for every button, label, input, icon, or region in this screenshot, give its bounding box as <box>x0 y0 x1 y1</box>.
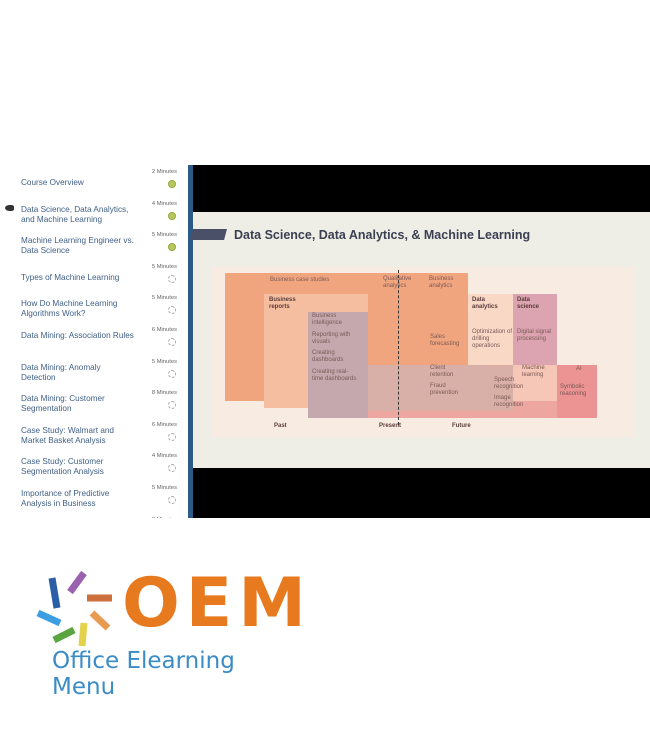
label-ai: AI <box>576 366 582 372</box>
lesson-duration: 5 Minutes <box>151 295 177 302</box>
ai-box <box>557 365 597 418</box>
incomplete-status-icon <box>168 338 176 346</box>
title-accent-bar <box>190 229 227 240</box>
incomplete-status-icon <box>168 496 176 504</box>
axis-past: Past <box>274 423 287 429</box>
player-edge <box>188 165 193 518</box>
lesson-title: Case Study: Walmart and Market Basket An… <box>21 425 114 445</box>
machine-learning-box <box>513 365 557 401</box>
label-machine-learning: Machine learning <box>522 365 545 378</box>
current-lesson-pointer-icon <box>5 205 14 211</box>
complete-status-icon <box>168 243 176 252</box>
video-player[interactable]: Data Science, Data Analytics, & Machine … <box>188 165 650 518</box>
lesson-duration: 5 Minutes <box>151 232 177 239</box>
slide-title: Data Science, Data Analytics, & Machine … <box>234 228 531 242</box>
complete-status-icon <box>168 180 176 188</box>
lesson-title: Data Mining: Anomaly Detection <box>21 362 101 382</box>
axis-present: Present <box>379 423 402 429</box>
incomplete-status-icon <box>168 306 176 315</box>
lesson-item[interactable]: Importance of Predictive Analysis in Bus… <box>0 485 186 516</box>
lesson-duration: 6 Minutes <box>151 327 177 333</box>
data-science-box <box>513 294 557 365</box>
lesson-duration: 6 Minutes <box>151 421 177 428</box>
lesson-title: Course Overview <box>21 178 84 187</box>
label-realtime-dashboards: Creating real-time dashboards <box>312 369 357 382</box>
label-sales-forecasting: Sales forecasting <box>430 334 460 347</box>
incomplete-status-icon <box>168 274 176 283</box>
present-divider <box>398 270 399 425</box>
label-client-retention: Client retention <box>430 365 454 378</box>
lesson-title: Types of Machine Learning <box>21 272 120 282</box>
lesson-title: How Do Machine Learning Algorithms Work? <box>21 299 118 319</box>
lesson-duration: 4 Minutes <box>151 453 177 460</box>
lesson-duration: 5 Minutes <box>151 485 177 491</box>
data-analytics-box <box>468 294 513 365</box>
incomplete-status-icon <box>168 401 176 410</box>
axis-future: Future <box>452 423 471 429</box>
lesson-duration: 5 Minutes <box>151 263 177 270</box>
lesson-duration: 2 Minutes <box>151 169 177 175</box>
lesson-title: Data Mining: Customer Segmentation <box>21 394 105 414</box>
lesson-duration: 8 Minutes <box>151 390 177 397</box>
lesson-item[interactable]: Types of Machine Learning 5 Minutes <box>0 264 186 295</box>
lesson-item[interactable]: Data Mining: Anomaly Detection 5 Minutes <box>0 359 186 390</box>
label-creating-dashboards: Creating dashboards <box>312 350 344 363</box>
lesson-title: Data Mining: Association Rules <box>21 331 134 340</box>
lesson-duration: 5 Minutes <box>151 358 177 365</box>
lesson-item[interactable]: Case Study: Customer Segmentation Analys… <box>0 453 186 484</box>
slide: Data Science, Data Analytics, & Machine … <box>190 212 650 468</box>
label-symbolic: Symbolic reasoning <box>560 384 587 397</box>
lesson-title: Importance of Predictive Analysis in Bus… <box>21 489 110 508</box>
incomplete-status-icon <box>168 369 176 378</box>
lesson-title: Machine Learning Engineer vs. Data Scien… <box>21 236 134 256</box>
label-speech: Speech recognition <box>494 377 524 390</box>
lesson-item[interactable]: Data Science, Data Analytics, and Machin… <box>0 201 186 232</box>
lesson-duration: 2 Minutes <box>152 517 177 518</box>
label-data-science: Data science <box>517 297 540 310</box>
lesson-item[interactable]: Course Overview 2 Minutes <box>0 169 186 200</box>
label-digital-signal: Digital signal processing <box>517 329 552 342</box>
lesson-duration: 4 Minutes <box>151 200 177 207</box>
lesson-item[interactable]: Machine Learning Engineer vs. Data Scien… <box>0 232 186 263</box>
label-business-analytics: Business analytics <box>429 276 454 289</box>
lesson-item[interactable]: How Do Machine Learning Algorithms Work?… <box>0 295 186 326</box>
lesson-item[interactable]: Data Mining: Association Rules 6 Minutes <box>0 327 186 358</box>
lesson-item[interactable]: Course S 2 Minutes <box>0 517 186 518</box>
label-fraud-prevention: Fraud prevention <box>430 383 459 396</box>
label-business-intelligence: Business intelligence <box>312 313 343 326</box>
analytics-overlap <box>368 365 513 411</box>
lesson-item[interactable]: Data Mining: Customer Segmentation 8 Min… <box>0 390 186 421</box>
complete-status-icon <box>168 211 176 220</box>
label-image: Image recognition <box>494 395 524 408</box>
logo-wordmark: OEM <box>122 564 312 643</box>
lesson-sidebar: Course Overview 2 Minutes Data Science, … <box>0 165 186 518</box>
business-intelligence-box <box>308 312 368 418</box>
lesson-title: Data Science, Data Analytics, and Machin… <box>21 204 129 224</box>
timeline-diagram: Business case studies Qualitative analyt… <box>212 267 634 437</box>
label-business-reports: Business reports <box>269 297 296 310</box>
label-qualitative-analytics: Qualitative analytics <box>383 276 412 289</box>
lesson-title: Case Study: Customer Segmentation Analys… <box>21 457 104 477</box>
incomplete-status-icon <box>168 464 176 473</box>
label-business-case-studies: Business case studies <box>270 277 330 283</box>
logo-subtitle: Office Elearning Menu <box>52 648 235 700</box>
oem-logo: OEM Office Elearning Menu <box>32 564 306 700</box>
incomplete-status-icon <box>168 432 176 441</box>
label-data-analytics: Data analytics <box>472 297 498 310</box>
arrows-logo-icon <box>36 570 112 647</box>
label-reporting-visuals: Reporting with visuals <box>312 332 351 345</box>
lesson-item[interactable]: Case Study: Walmart and Market Basket An… <box>0 422 186 453</box>
label-drilling: Optimization of drilling operations <box>472 329 513 349</box>
